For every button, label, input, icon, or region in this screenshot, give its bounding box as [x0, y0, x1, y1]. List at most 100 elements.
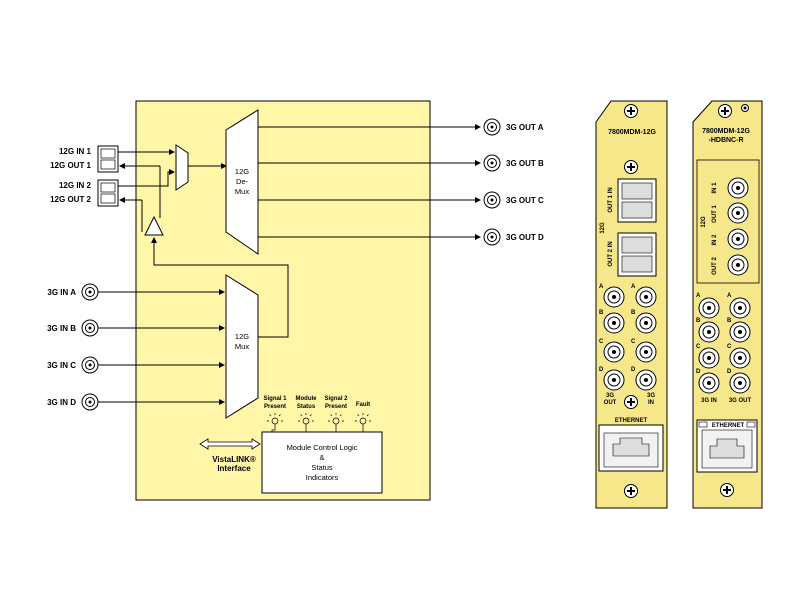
panel2-letter-d2: D	[727, 369, 732, 375]
demux-label-3: Mux	[235, 187, 249, 196]
bnc-out-a	[483, 118, 501, 136]
vistalink-label-1: VistaLINK®	[212, 455, 256, 464]
panel1-bnc-b-in	[635, 312, 657, 334]
panel2-title-1: 7800MDM-12G	[702, 128, 750, 135]
panel2-bnc-d-out	[729, 372, 751, 394]
panel2-label-3g-in: 3G IN	[701, 398, 717, 404]
fiber-label-out1: 12G OUT 1	[50, 161, 91, 170]
panel1-ethernet-label: ETHERNET	[615, 418, 648, 424]
panel2-label-out2: OUT 2	[712, 257, 718, 275]
panel2-bnc-a-in	[698, 297, 720, 319]
block-diagram: 12G IN 1 12G OUT 1 12G IN 2 12G OUT 2 12…	[47, 100, 544, 501]
rear-panel-2: 7800MDM-12G -HDBNC-R 12G IN 1 OUT 1 IN 2…	[692, 100, 763, 509]
panel2-bnc-b-in	[698, 321, 720, 343]
control-logic-box	[261, 431, 383, 494]
mux-label-1: 12G	[235, 332, 249, 341]
panel2-bnc-grid	[698, 297, 751, 394]
label-out-d: 3G OUT D	[506, 233, 544, 242]
vistalink-arrow	[199, 438, 261, 450]
label-out-a: 3G OUT A	[506, 123, 544, 132]
panel2-title-2: -HDBNC-R	[709, 137, 744, 144]
sfp-port-2	[97, 179, 119, 207]
panel2-label-12g: 12G	[701, 216, 707, 228]
bnc-out-c	[483, 191, 501, 209]
mux-block	[225, 274, 259, 419]
panel1-letter-a1: A	[599, 284, 604, 290]
led-signal2	[328, 413, 344, 440]
bnc-out-d	[483, 228, 501, 246]
control-box-l3: Status	[311, 463, 333, 472]
panel2-status-led	[741, 104, 749, 112]
panel1-label-3g-out-1: 3G	[606, 393, 614, 399]
label-in-a: 3G IN A	[47, 288, 76, 297]
panel1-mid-screw	[624, 160, 638, 174]
panel2-label-in2: IN 2	[712, 234, 718, 246]
panel1-letter-b1: B	[599, 310, 604, 316]
panel2-label-out1: OUT 1	[712, 205, 718, 223]
panel1-bnc-a-out	[603, 286, 625, 308]
label-out-c: 3G OUT C	[506, 196, 544, 205]
panel1-bnc-grid	[603, 286, 657, 391]
panel1-sfp-label-1: OUT 1 IN	[608, 187, 614, 212]
label-in-c: 3G IN C	[47, 361, 76, 370]
panel2-ethernet-port	[696, 419, 758, 473]
panel1-sfp-2-b	[621, 255, 653, 273]
demux-block	[225, 109, 259, 255]
panel1-letter-c2: C	[631, 339, 636, 345]
control-box-l1: Module Control Logic	[287, 443, 358, 452]
panel1-bnc-b-out	[603, 312, 625, 334]
sfp-port-1	[97, 145, 119, 173]
panel2-bnc-a-out	[729, 297, 751, 319]
bnc-in-b	[81, 319, 99, 337]
panel1-sfp-label-2: OUT 2 IN	[608, 241, 614, 266]
rear-panel-1: 7800MDM-12G 12G OUT 1 IN OUT 2 IN A A B …	[595, 100, 668, 509]
panel2-letter-c2: C	[727, 344, 732, 350]
vistalink-label-2: Interface	[217, 464, 251, 473]
panel1-sfp-2-a	[621, 236, 653, 254]
line-in2-to-selector	[118, 169, 175, 187]
panel2-letter-b1: B	[696, 318, 701, 324]
panel1-letter-a2: A	[631, 284, 636, 290]
ind-signal1-l1: Signal 1	[263, 396, 287, 402]
panel2-letter-c1: C	[696, 344, 701, 350]
panel2-label-3g-out: 3G OUT	[729, 398, 752, 404]
sfp-port-2-inner-b	[100, 193, 116, 204]
bnc-out-b	[483, 154, 501, 172]
panel1-bottom-screw	[624, 484, 638, 498]
panel1-lower-screw	[624, 395, 638, 409]
panel1-letter-b2: B	[631, 310, 636, 316]
panel1-bnc-d-in	[635, 369, 657, 391]
panel2-ethernet-label: ETHERNET	[712, 423, 745, 429]
panel2-12g-section	[696, 159, 760, 284]
mux-label-2: Mux	[235, 342, 249, 351]
demux-label-2: De-	[236, 177, 249, 186]
bnc-in-d	[81, 393, 99, 411]
panel1-top-screw	[624, 104, 638, 118]
control-box-l2: &	[319, 453, 324, 462]
ind-signal1-l2: Present	[264, 404, 286, 410]
bnc-in-c	[81, 356, 99, 374]
label-in-b: 3G IN B	[47, 324, 76, 333]
sfp-port-1-inner-b	[100, 159, 116, 170]
fiber-label-in2: 12G IN 2	[59, 181, 92, 190]
label-out-b: 3G OUT B	[506, 159, 544, 168]
panel1-letter-d1: D	[599, 367, 604, 373]
input-selector	[175, 144, 189, 191]
panel1-title: 7800MDM-12G	[608, 129, 656, 136]
ind-module-l1: Module	[296, 396, 318, 402]
panel2-bnc-b-out	[729, 321, 751, 343]
fiber-label-in1: 12G IN 1	[59, 147, 92, 156]
panel1-bnc-c-in	[635, 341, 657, 363]
bnc-in-a	[81, 283, 99, 301]
ind-module-l2: Status	[297, 404, 316, 410]
panel2-hdbnc-out1	[727, 202, 749, 224]
panel2-letter-a1: A	[696, 293, 701, 299]
panel1-sfp-1-b	[621, 201, 653, 219]
panel1-label-3g-in-1: 3G	[647, 393, 655, 399]
fiber-label-out2: 12G OUT 2	[50, 195, 91, 204]
line-mux-to-amp	[151, 237, 289, 338]
panel2-hdbnc-in2	[727, 228, 749, 250]
label-in-d: 3G IN D	[47, 398, 76, 407]
panel1-bnc-d-out	[603, 369, 625, 391]
